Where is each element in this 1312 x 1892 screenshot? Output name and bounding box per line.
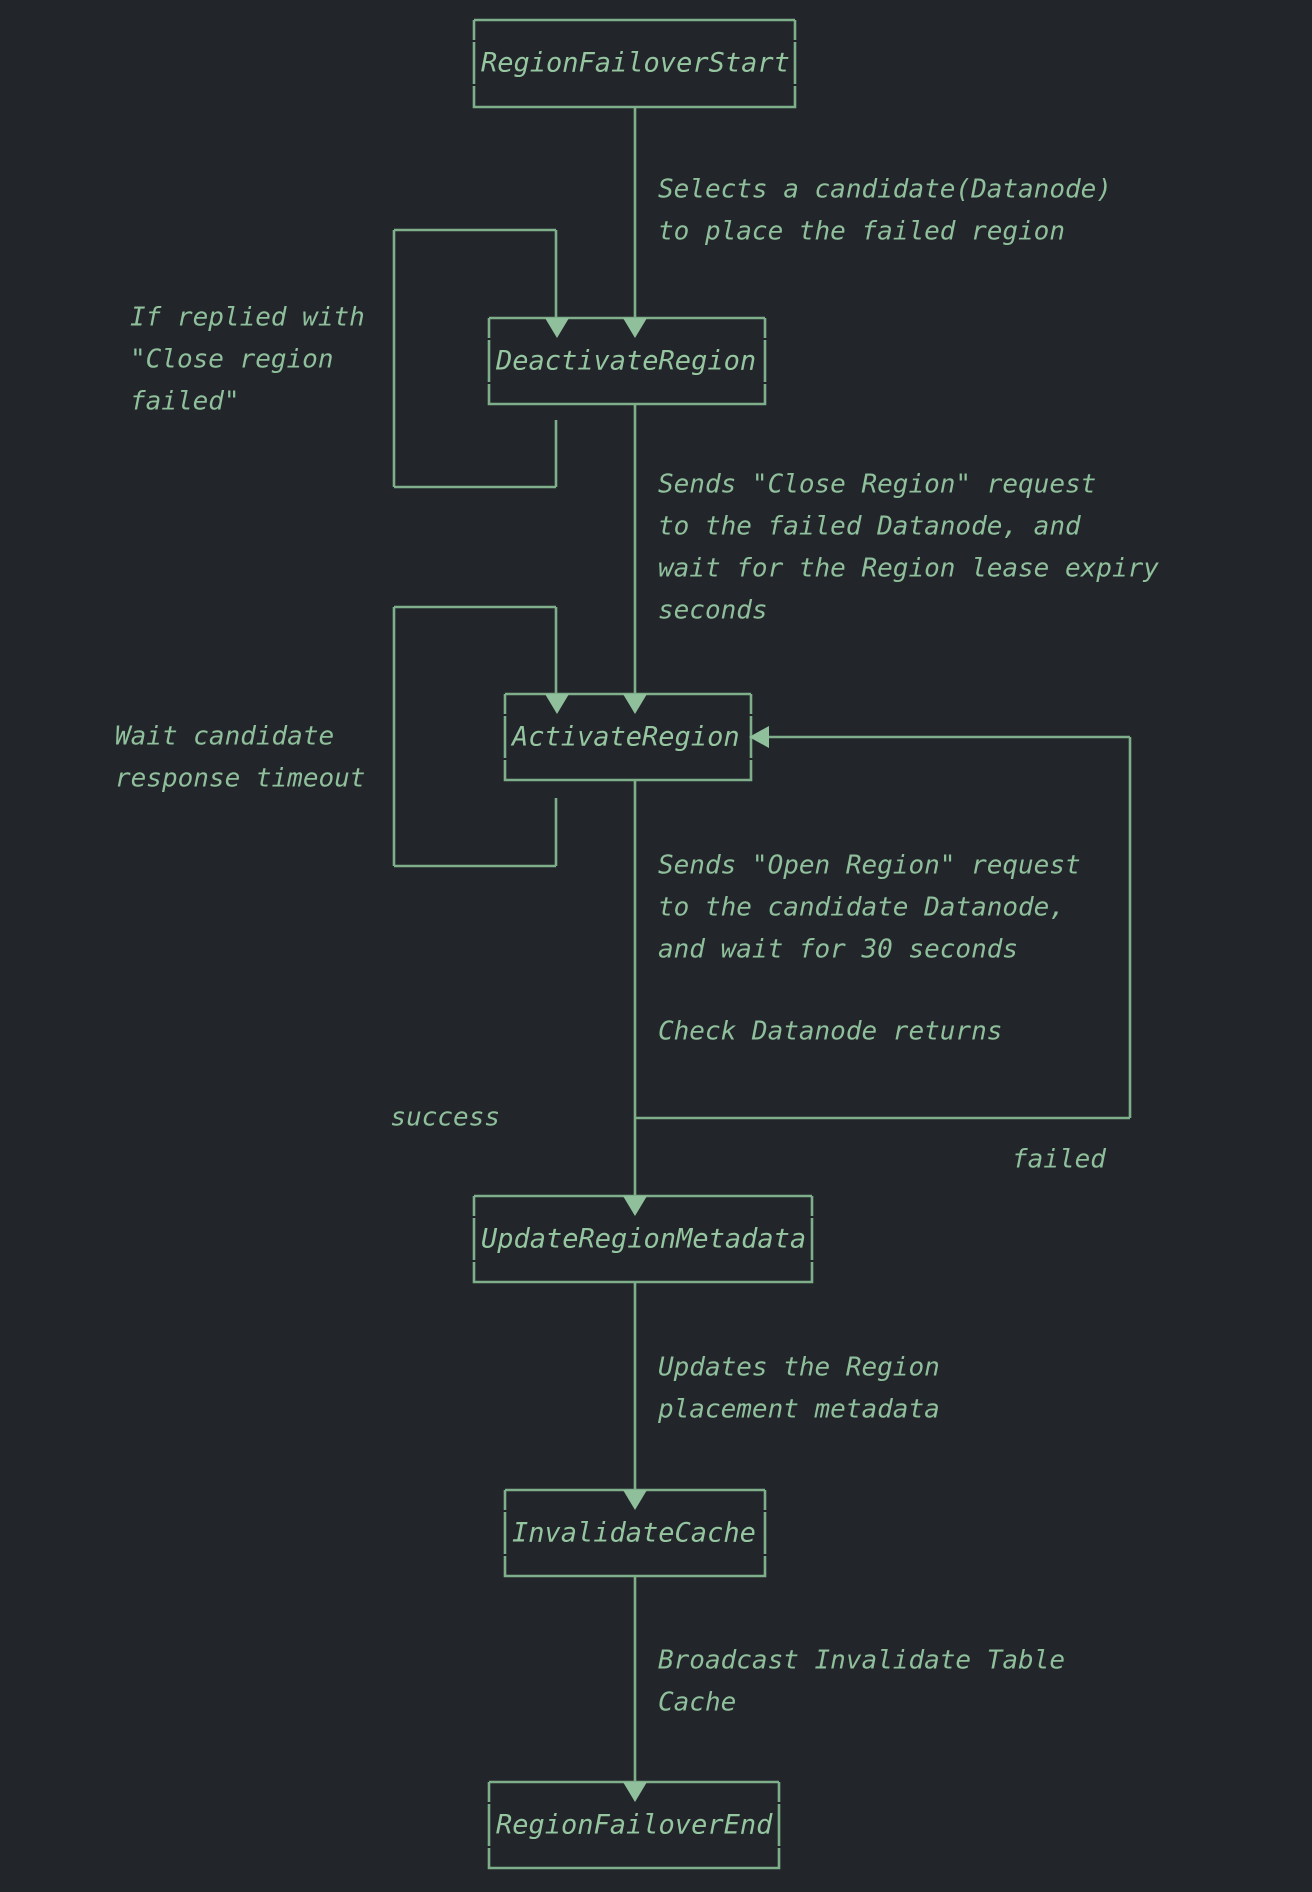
node-invalidate-cache: InvalidateCache	[503, 1488, 767, 1578]
update-label: UpdateRegionMetadata	[481, 1224, 806, 1255]
activate-label: ActivateRegion	[510, 722, 740, 753]
arrow-head-into-update	[623, 1196, 647, 1216]
node-region-failover-end: RegionFailoverEnd	[487, 1780, 781, 1870]
edge-label-invalid-end-line1: Broadcast Invalidate Table	[658, 1646, 1065, 1676]
node-deactivate-region: DeactivateRegion	[487, 316, 767, 406]
deact-loop-label-line3: failed"	[130, 387, 240, 417]
deactivate-label: DeactivateRegion	[495, 346, 756, 377]
branch-label-failed: failed	[1012, 1145, 1106, 1175]
edge-label-act-check-line1: Sends "Open Region" request	[658, 851, 1081, 881]
node-update-region-metadata: UpdateRegionMetadata	[472, 1194, 814, 1284]
act-loop-label-line2: response timeout	[115, 764, 365, 794]
arrow-head-failed-into-activate	[749, 726, 769, 748]
arrow-head-into-end	[623, 1782, 647, 1802]
edge-label-act-check-line3: and wait for 30 seconds	[658, 935, 1018, 965]
node-activate-region: ActivateRegion	[503, 692, 753, 782]
arrow-head-deact-from-start	[623, 318, 647, 338]
edge-label-invalid-end-line2: Cache	[658, 1688, 736, 1718]
act-loop-label-line1: Wait candidate	[115, 722, 334, 752]
deact-loop-label-line2: "Close region	[130, 345, 334, 375]
end-label: RegionFailoverEnd	[496, 1810, 773, 1841]
end-box-bottom	[487, 1848, 781, 1870]
start-box-bottom	[472, 86, 797, 109]
arrow-head-into-invalidate	[623, 1490, 647, 1510]
deact-loop-label-line1: If replied with	[130, 303, 365, 333]
update-box-bottom	[472, 1262, 814, 1284]
arrow-head-deact-from-loop	[545, 318, 569, 338]
arrow-head-act-from-deact	[623, 694, 647, 714]
deact-box-bottom	[487, 384, 767, 406]
act-box-bottom	[503, 760, 753, 782]
edge-label-deact-act-line4: seconds	[658, 596, 768, 626]
self-loop-activate	[392, 605, 558, 868]
invalid-box-bottom	[503, 1556, 767, 1578]
edge-failed-back-to-activate	[635, 726, 1132, 1120]
invalidate-label: InvalidateCache	[512, 1518, 756, 1549]
edge-label-start-deact-line2: to place the failed region	[658, 217, 1065, 247]
edge-label-update-invalid-line2: placement metadata	[657, 1395, 940, 1425]
branch-label-success: success	[390, 1103, 500, 1133]
edge-label-deact-act-line2: to the failed Datanode, and	[658, 512, 1081, 542]
start-label: RegionFailoverStart	[481, 48, 790, 79]
edge-label-deact-act-line3: wait for the Region lease expiry	[658, 554, 1159, 584]
arrow-head-act-from-loop	[545, 694, 569, 714]
edge-label-deact-act-line1: Sends "Close Region" request	[658, 470, 1096, 500]
edge-label-start-deact-line1: Selects a candidate(Datanode)	[658, 175, 1112, 205]
edge-label-update-invalid-line1: Updates the Region	[658, 1353, 940, 1383]
edge-label-act-check-line2: to the candidate Datanode,	[658, 893, 1065, 923]
self-loop-deactivate	[392, 228, 558, 489]
edge-label-check-note: Check Datanode returns	[658, 1017, 1002, 1047]
node-region-failover-start: RegionFailoverStart	[472, 18, 797, 109]
